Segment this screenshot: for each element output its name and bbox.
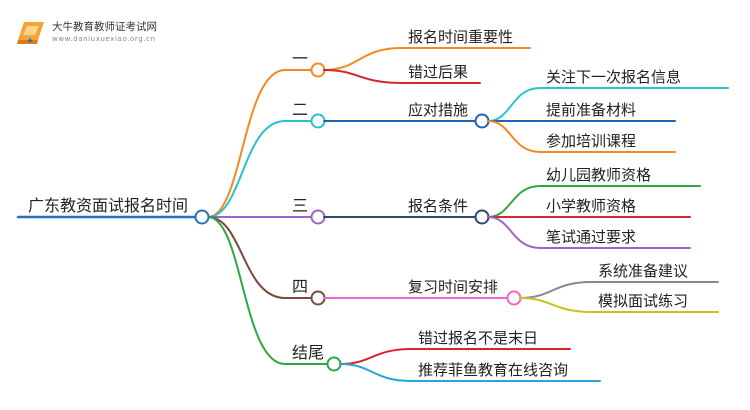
leaf-label: 错过报名不是末日 xyxy=(418,329,538,347)
leaf-connector xyxy=(339,348,413,365)
branch-label: 二 xyxy=(292,100,308,119)
branch-connector xyxy=(207,216,286,299)
leaf-connector xyxy=(323,69,403,84)
subtopic-label: 报名条件 xyxy=(408,197,468,215)
leaf-connector xyxy=(323,47,403,71)
leaf-label: 错过后果 xyxy=(408,63,468,81)
leaf-connector xyxy=(519,297,593,313)
leaf-connector xyxy=(487,87,541,122)
branch-label: 结尾 xyxy=(292,343,324,362)
root-label: 广东教资面试报名时间 xyxy=(28,196,188,215)
leaf-label: 推荐菲鱼教育在线咨询 xyxy=(418,361,568,379)
branch-node xyxy=(310,62,326,78)
leaf-label: 关注下一次报名信息 xyxy=(546,68,681,86)
branch-label: 四 xyxy=(292,277,308,296)
leaf-connector xyxy=(487,185,541,218)
leaf-label: 报名时间重要性 xyxy=(408,28,513,46)
subtopic-label: 复习时间安排 xyxy=(408,278,498,296)
branch-node xyxy=(310,113,326,129)
leaf-label: 系统准备建议 xyxy=(598,262,688,280)
branch-node xyxy=(310,290,326,306)
leaf-connector xyxy=(519,281,593,299)
leaf-label: 笔试通过要求 xyxy=(546,228,636,246)
root-node xyxy=(194,209,210,225)
branch-label: 三 xyxy=(292,196,308,215)
logo-title: 大牛教育教师证考试网 xyxy=(52,21,157,33)
branch-node xyxy=(326,356,342,372)
leaf-label: 幼儿园教师资格 xyxy=(546,166,651,184)
subtopic-node xyxy=(474,209,490,225)
branch-connector xyxy=(207,216,286,365)
leaf-label: 参加培训课程 xyxy=(546,132,636,150)
leaf-label: 小学教师资格 xyxy=(546,197,636,215)
leaf-connector xyxy=(487,120,541,153)
subtopic-node xyxy=(474,113,490,129)
subtopic-label: 应对措施 xyxy=(408,101,468,119)
leaf-label: 提前准备材料 xyxy=(546,101,636,119)
leaf-connector xyxy=(487,216,541,249)
logo-url: www.daniuxuexiao.org.cn xyxy=(52,35,156,43)
branch-node xyxy=(310,209,326,225)
leaf-label: 模拟面试练习 xyxy=(598,292,688,310)
branch-connector xyxy=(207,120,286,218)
book-logo-icon xyxy=(17,22,44,44)
subtopic-node xyxy=(506,290,522,306)
site-logo: 大牛教育教师证考试网 www.daniuxuexiao.org.cn xyxy=(14,18,214,54)
leaf-connector xyxy=(339,363,413,382)
branch-label: 一 xyxy=(292,49,308,68)
branch-connector xyxy=(207,69,286,218)
